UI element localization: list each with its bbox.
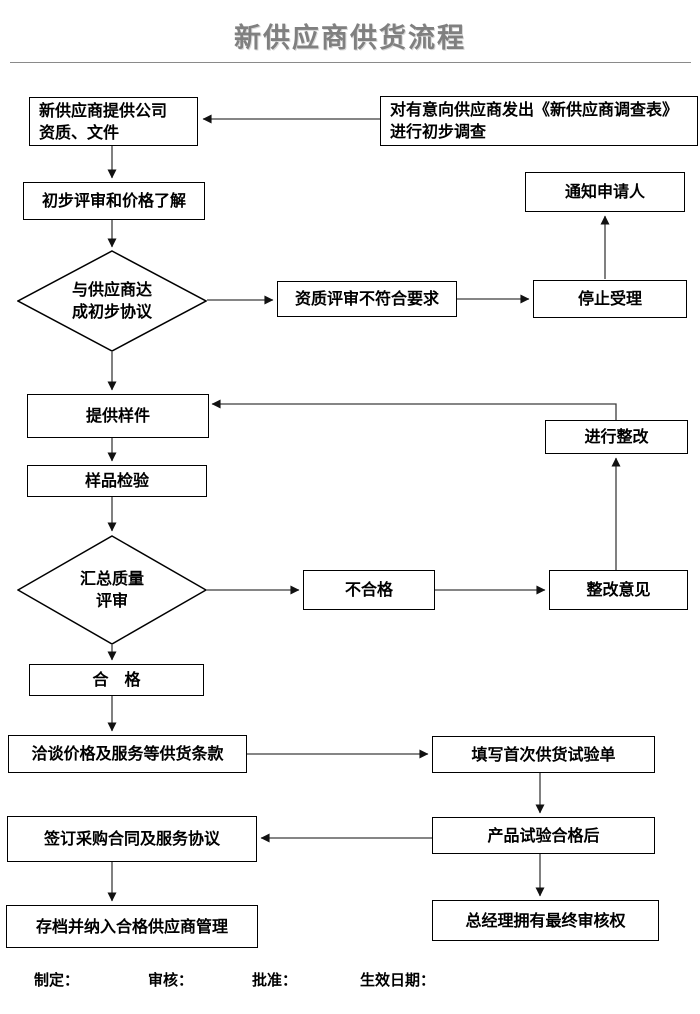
decision-quality-review-label: 汇总质量 评审 bbox=[79, 568, 144, 610]
node-product-test-pass: 产品试验合格后 bbox=[432, 817, 655, 854]
diamond-shape bbox=[17, 250, 207, 352]
decision-quality-review: 汇总质量 评审 bbox=[17, 535, 207, 645]
node-stop-accepting: 停止受理 bbox=[533, 280, 687, 318]
node-negotiate-terms: 洽谈价格及服务等供货条款 bbox=[8, 735, 247, 773]
field-reviewed-by: 审核： bbox=[148, 971, 194, 989]
decision-agreement: 与供应商达 成初步协议 bbox=[17, 250, 207, 352]
connector-rectify-to-sample bbox=[211, 399, 617, 420]
node-survey: 对有意向供应商发出《新供应商调查表》 进行初步调查 bbox=[380, 96, 698, 146]
node-archive: 存档并纳入合格供应商管理 bbox=[6, 905, 258, 948]
node-gm-final-approval: 总经理拥有最终审核权 bbox=[432, 900, 659, 941]
node-initial-review: 初步评审和价格了解 bbox=[23, 182, 205, 220]
node-fail-requirements: 资质评审不符合要求 bbox=[277, 281, 457, 317]
diamond-shape bbox=[17, 535, 207, 645]
node-unqualified: 不合格 bbox=[303, 570, 435, 610]
page-title: 新供应商供货流程 bbox=[234, 23, 466, 54]
decision-agreement-label: 与供应商达 成初步协议 bbox=[71, 279, 152, 321]
field-made-by: 制定： bbox=[34, 971, 80, 989]
node-qualified: 合 格 bbox=[29, 664, 204, 696]
node-rectify: 进行整改 bbox=[545, 420, 688, 454]
field-approved-by: 批准： bbox=[252, 971, 298, 989]
node-sign-contract: 签订采购合同及服务协议 bbox=[7, 816, 257, 862]
node-provide-sample: 提供样件 bbox=[27, 394, 209, 438]
title-underline bbox=[10, 62, 691, 63]
node-fill-trial-form: 填写首次供货试验单 bbox=[432, 736, 655, 773]
node-sample-inspection: 样品检验 bbox=[27, 465, 207, 497]
node-provide-docs: 新供应商提供公司 资质、文件 bbox=[29, 97, 198, 146]
node-notify-applicant: 通知申请人 bbox=[525, 172, 685, 212]
node-rectify-opinion: 整改意见 bbox=[549, 570, 688, 610]
field-effective-date: 生效日期： bbox=[360, 971, 436, 989]
